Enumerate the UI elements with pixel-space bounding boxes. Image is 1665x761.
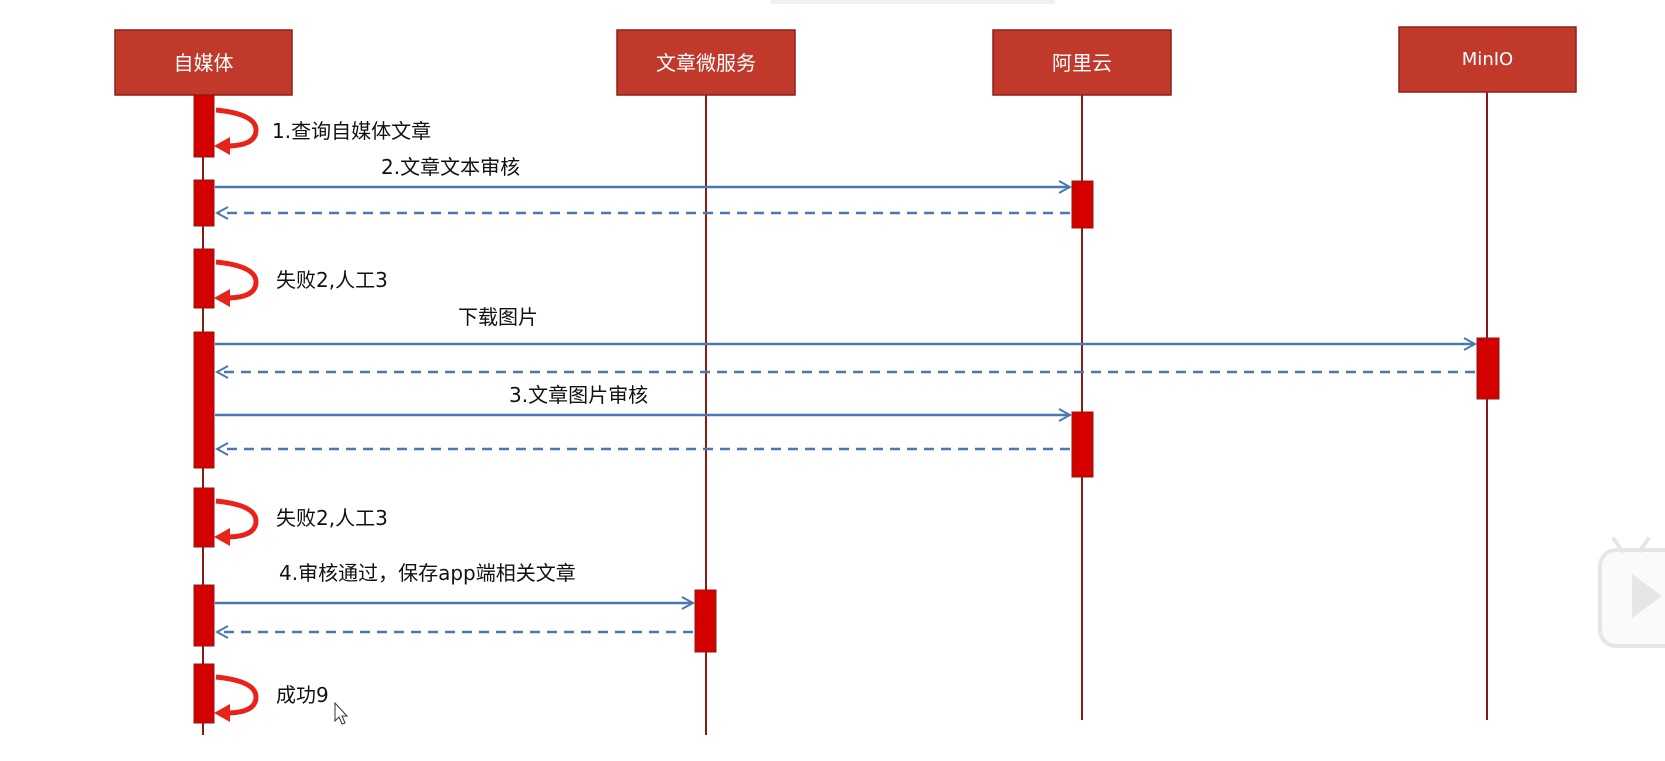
top-tab-edge [770,0,1055,4]
message-label: 4.审核通过，保存app端相关文章 [279,561,576,585]
activation-box [694,589,717,653]
participant-header: 自媒体 [114,29,293,96]
mouse-cursor-icon [334,701,349,725]
activation-box [193,487,215,548]
message-label: 2.文章文本审核 [381,155,520,179]
message-label: 失败2,人工3 [276,506,388,530]
participant-header: 阿里云 [992,29,1172,96]
self-call-arrow-icon [214,107,259,155]
message-label: 成功9 [276,683,329,707]
activation-box [193,94,215,158]
activation-box [193,248,215,309]
play-icon [1632,574,1662,618]
self-call-arrow-icon [214,674,259,722]
self-call-arrow-icon [214,498,259,546]
participant-label: 自媒体 [174,51,234,75]
participant-label: 文章微服务 [656,51,756,75]
message-label: 下载图片 [458,305,538,329]
participant-label: 阿里云 [1052,51,1112,75]
activation-box [193,331,215,469]
participant-header: MinIO [1398,26,1577,93]
activation-box [193,663,215,724]
activation-box [193,179,215,227]
participant-label: MinIO [1462,49,1513,70]
participant-header: 文章微服务 [616,29,796,96]
self-call-arrow-icon [214,259,259,307]
activation-box [193,584,215,647]
activation-box [1071,180,1094,229]
message-label: 失败2,人工3 [276,268,388,292]
activation-box [1476,337,1500,400]
message-label: 1.查询自媒体文章 [272,119,431,143]
message-label: 3.文章图片审核 [509,383,648,407]
video-player-icon[interactable] [1598,536,1665,648]
activation-box [1071,411,1094,478]
